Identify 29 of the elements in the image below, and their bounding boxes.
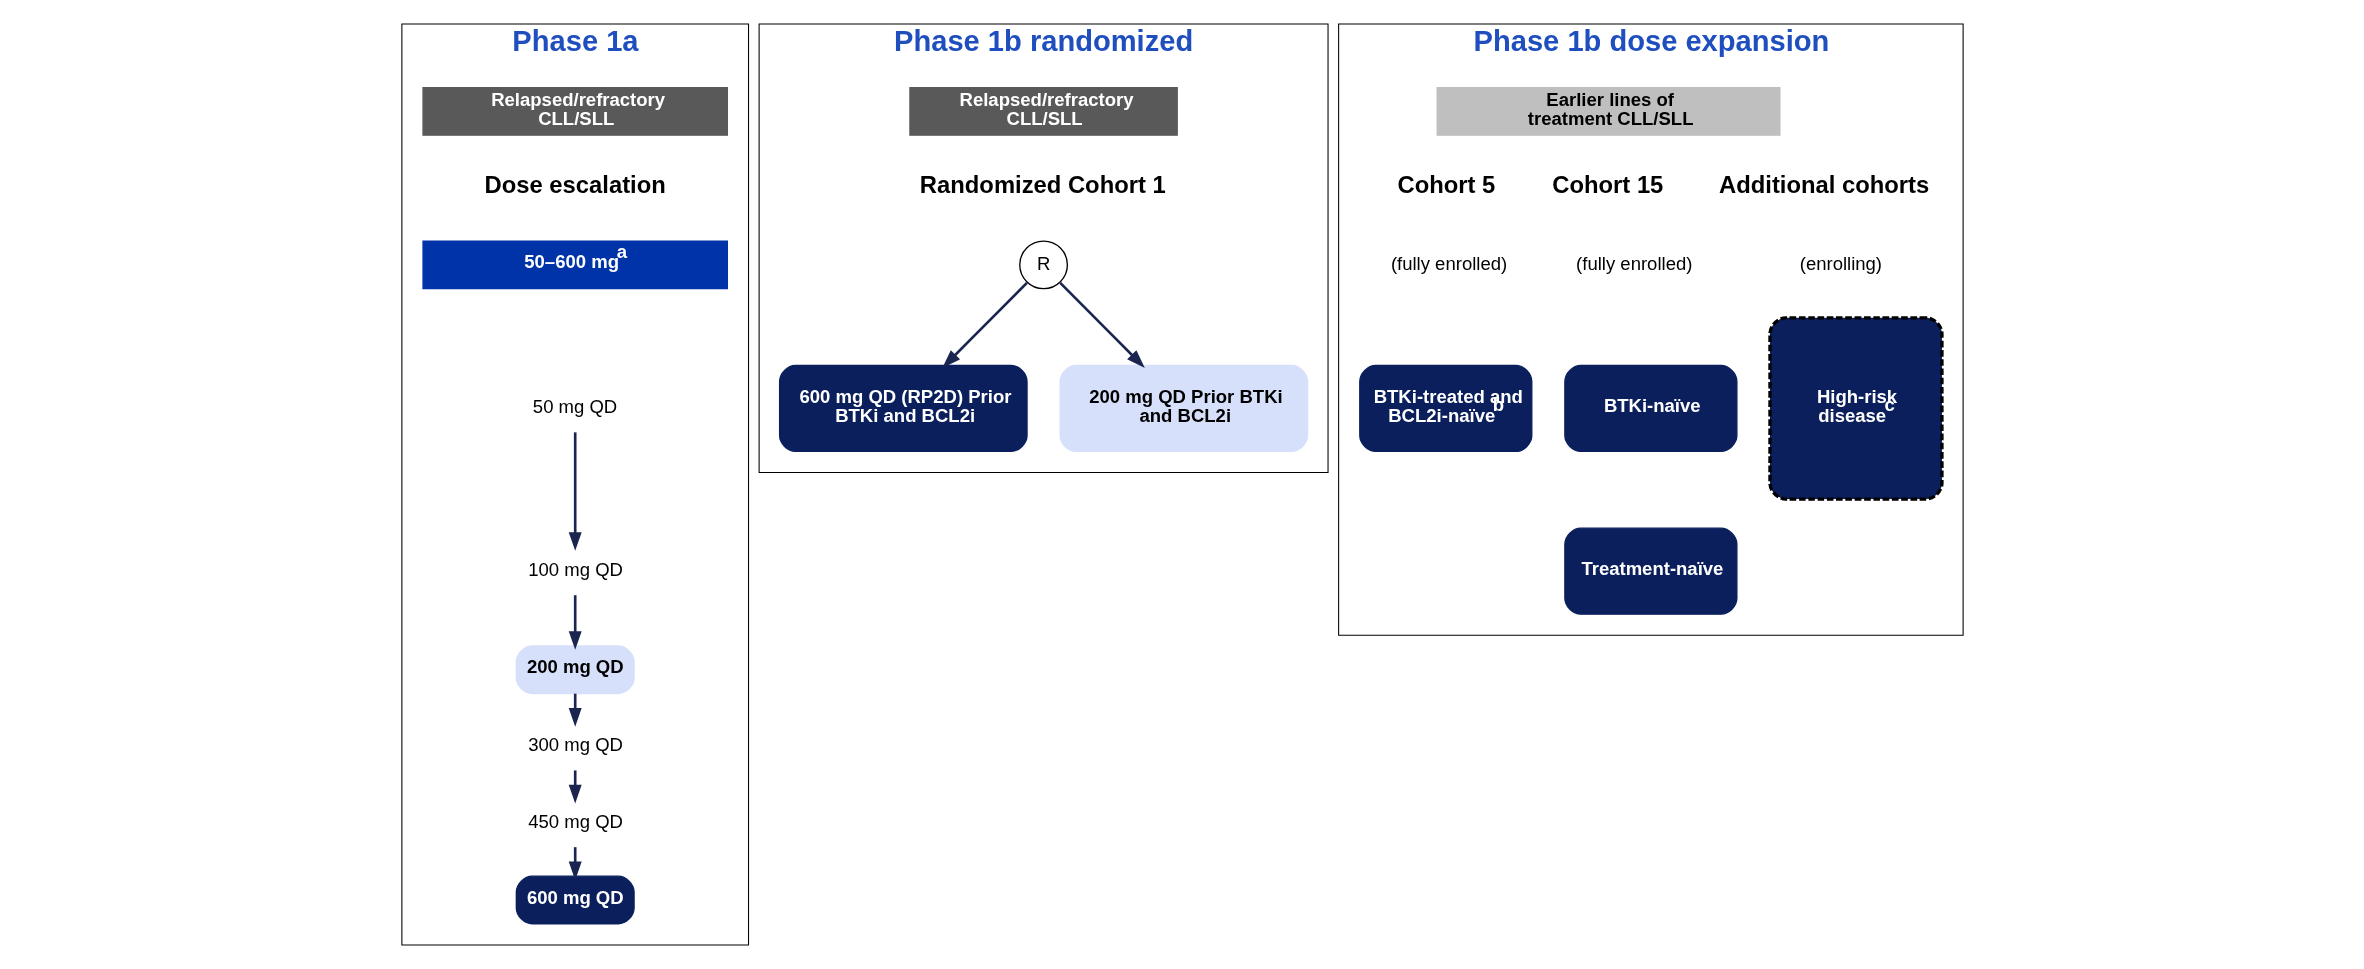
node-box: Relapsed/refractory CLL/SLL xyxy=(908,86,1178,136)
node-text: 450 mg QD xyxy=(527,811,623,833)
arrow xyxy=(568,432,582,551)
node-text: 300 mg QD xyxy=(527,734,623,756)
node-box: Treatment-naïve xyxy=(1563,527,1738,615)
arrow xyxy=(1058,281,1145,368)
arrow xyxy=(568,770,582,804)
node-box: 600 mg QD (RP2D) Prior BTKi and BCL2i xyxy=(778,364,1028,453)
label: Cohort 15 xyxy=(1551,170,1663,198)
label: (enrolling) xyxy=(1799,252,1882,274)
node-text: 100 mg QD xyxy=(527,559,623,581)
label: (fully enrolled) xyxy=(1390,252,1507,274)
label: Cohort 5 xyxy=(1397,170,1495,198)
node-box: 600 mg QD xyxy=(515,875,635,925)
node-circle: R xyxy=(1018,240,1068,290)
label: Additional cohorts xyxy=(1718,170,1929,198)
node-box: 200 mg QD xyxy=(515,645,635,695)
node-text: 50 mg QD xyxy=(532,396,617,418)
arrow xyxy=(568,847,582,881)
node-box: Relapsed/refractory CLL/SLL xyxy=(421,86,728,136)
arrow xyxy=(568,595,582,650)
arrow xyxy=(941,281,1028,368)
label: Randomized Cohort 1 xyxy=(919,170,1166,198)
arrow xyxy=(568,693,582,727)
node-box: 200 mg QD Prior BTKi and BCL2i xyxy=(1058,364,1308,453)
label: (fully enrolled) xyxy=(1575,252,1692,274)
node-box: Earlier lines of treatment CLL/SLL xyxy=(1436,86,1781,136)
label: Dose escalation xyxy=(484,170,666,198)
node-box: BTKi-naïve xyxy=(1563,364,1738,453)
